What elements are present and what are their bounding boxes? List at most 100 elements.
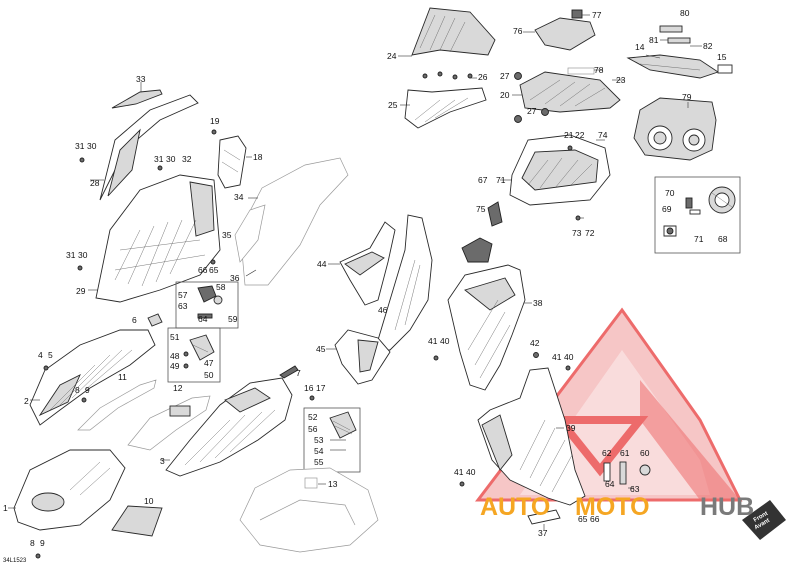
label-58: 58 xyxy=(216,282,226,292)
label-48: 48 xyxy=(170,351,180,361)
label-61: 61 xyxy=(620,448,630,458)
label-41a: 41 xyxy=(428,336,438,346)
part-2-side-panel xyxy=(29,329,156,426)
part-44-panel xyxy=(328,221,396,306)
screw-icons xyxy=(35,129,573,559)
label-33: 33 xyxy=(136,74,146,84)
label-68: 68 xyxy=(718,234,728,244)
label-19: 19 xyxy=(210,116,220,126)
watermark-wordmark: AUTO MOTO HUB xyxy=(480,493,754,521)
part-39-side-panel xyxy=(477,367,586,506)
label-76: 76 xyxy=(513,26,523,36)
label-44: 44 xyxy=(317,259,327,269)
label-13: 13 xyxy=(328,479,338,489)
label-73: 73 xyxy=(572,228,582,238)
label-63: 63 xyxy=(178,301,188,311)
label-65: 65 xyxy=(209,265,219,275)
label-11: 11 xyxy=(118,372,127,382)
label-31a: 31 xyxy=(75,141,85,151)
label-32: 32 xyxy=(182,154,192,164)
label-77: 77 xyxy=(592,10,602,20)
part-24-windshield xyxy=(398,7,496,57)
part-11-strip xyxy=(77,379,157,431)
part-28-side-rail xyxy=(90,94,199,201)
label-31c: 31 xyxy=(66,250,76,260)
label-8: 8 xyxy=(75,385,80,395)
label-12: 12 xyxy=(173,383,183,393)
part-75-vent xyxy=(487,201,503,227)
label-66: 66 xyxy=(198,265,208,275)
label-60: 60 xyxy=(640,448,650,458)
part-76-bracket xyxy=(523,9,596,51)
label-81: 81 xyxy=(649,35,659,45)
label-47: 47 xyxy=(204,358,214,368)
label-30c: 30 xyxy=(78,250,88,260)
part-12-lower-panel xyxy=(127,395,211,451)
label-54: 54 xyxy=(314,446,324,456)
label-4: 4 xyxy=(38,350,43,360)
part-34-side-fairing xyxy=(239,157,349,286)
part-79-headlamp-housing xyxy=(633,97,717,161)
part-10-lower-trim xyxy=(111,505,163,537)
label-57: 57 xyxy=(178,290,188,300)
label-65b: 65 xyxy=(578,514,588,524)
label-69: 69 xyxy=(662,204,672,214)
drawing-reference: 34L1523 xyxy=(3,558,27,564)
label-38: 38 xyxy=(533,298,543,308)
label-24: 24 xyxy=(387,51,397,61)
part-3-side-panel xyxy=(160,377,293,477)
part-52-grille xyxy=(329,411,357,451)
label-52: 52 xyxy=(308,412,318,422)
part-33-trim xyxy=(111,82,163,109)
part-58-mount xyxy=(197,285,223,319)
label-22: 22 xyxy=(575,130,585,140)
label-59: 59 xyxy=(228,314,238,324)
label-26: 26 xyxy=(478,72,488,82)
label-34: 34 xyxy=(234,192,244,202)
part-13-frame xyxy=(239,467,379,553)
part-18-bracket xyxy=(217,135,252,189)
label-40a: 40 xyxy=(440,336,450,346)
part-68-light-reflector xyxy=(663,186,736,237)
watermark-auto: AUTO xyxy=(480,493,550,521)
label-36: 36 xyxy=(230,273,240,283)
part-47-clip-bracket xyxy=(183,334,215,369)
label-41c: 41 xyxy=(454,467,464,477)
label-64b: 64 xyxy=(605,479,615,489)
label-82: 82 xyxy=(703,41,713,51)
label-17: 17 xyxy=(316,383,326,393)
label-5: 5 xyxy=(48,350,53,360)
label-25: 25 xyxy=(388,100,398,110)
part-36-side-panel xyxy=(234,204,266,277)
label-41b: 41 xyxy=(552,352,562,362)
part-72-fastener xyxy=(575,215,584,221)
part-45-panel xyxy=(326,329,391,385)
label-74: 74 xyxy=(598,130,608,140)
label-50: 50 xyxy=(204,370,214,380)
part-1-front-fairing xyxy=(8,449,126,531)
label-18: 18 xyxy=(253,152,263,162)
label-9: 9 xyxy=(85,385,90,395)
label-28: 28 xyxy=(90,178,100,188)
part-labels: 33 31 30 31 30 32 19 18 28 34 35 31 30 6… xyxy=(3,8,728,548)
label-72: 72 xyxy=(585,228,595,238)
part-43-air-vent xyxy=(461,237,493,263)
label-64: 64 xyxy=(198,314,208,324)
label-27a: 27 xyxy=(500,71,510,81)
part-25-upper-nose xyxy=(400,87,487,129)
label-71b: 71 xyxy=(694,234,704,244)
label-49: 49 xyxy=(170,361,180,371)
label-66b: 66 xyxy=(590,514,600,524)
label-7: 7 xyxy=(296,368,301,378)
label-35: 35 xyxy=(222,230,232,240)
watermark-moto: MOTO xyxy=(575,493,650,521)
part-7-trim xyxy=(279,365,299,379)
label-42: 42 xyxy=(530,338,540,348)
label-75: 75 xyxy=(476,204,486,214)
part-14-trim-strip xyxy=(626,25,733,79)
part-74-front-cowl xyxy=(500,134,611,206)
label-63b: 63 xyxy=(630,484,640,494)
label-37: 37 xyxy=(538,528,548,538)
label-80: 80 xyxy=(680,8,690,18)
